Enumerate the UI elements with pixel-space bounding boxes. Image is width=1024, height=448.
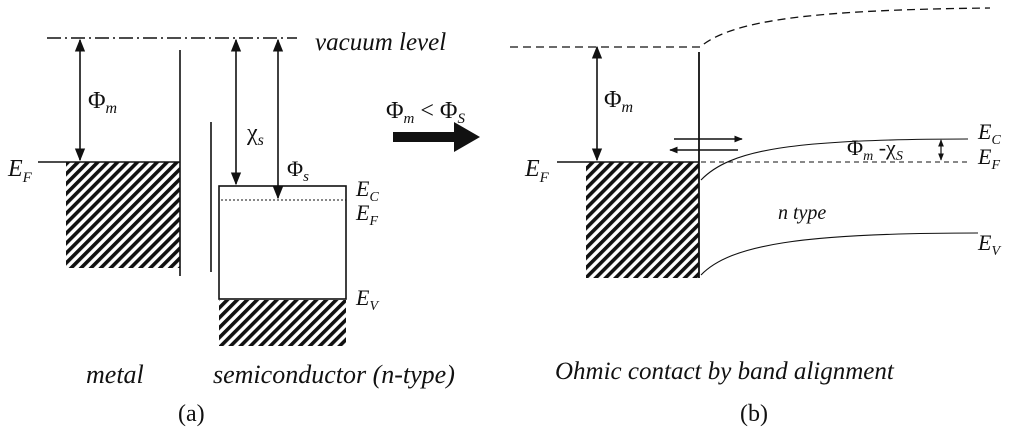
panel-a: vacuum level Φm EF χs Φs EC EF EV metal … <box>7 29 455 427</box>
semiconductor-gap-box <box>218 185 347 300</box>
vacuum-level-curve-b <box>510 7 991 48</box>
semiconductor-label: semiconductor (n-type) <box>213 360 455 389</box>
conduction-band-curve-b <box>700 138 969 181</box>
chi-s-label: χs <box>246 120 264 149</box>
valence-band-hatch-a <box>219 300 346 346</box>
ec-label-b: EC <box>977 119 1001 148</box>
phi-m-lt-phi-s-label: Φm < ΦS <box>386 98 465 127</box>
phi-m-label-a: Φm <box>88 88 117 117</box>
valence-band-curve-b <box>700 232 979 276</box>
transition-arrow: Φm < ΦS <box>386 98 480 152</box>
ef-label-semi-a: EF <box>355 200 378 229</box>
phi-m-label-b: Φm <box>604 87 633 116</box>
ef-label-semi-b: EF <box>977 144 1000 173</box>
ef-label-metal-a: EF <box>7 156 33 186</box>
metal-block <box>66 162 180 268</box>
ev-label-b: EV <box>977 230 1001 259</box>
ec-label-a: EC <box>355 176 379 205</box>
phi-s-label: Φs <box>287 156 309 185</box>
ef-label-metal-b: EF <box>524 156 550 186</box>
big-right-arrow <box>393 122 480 152</box>
metal-label: metal <box>86 360 144 389</box>
caption-a: (a) <box>178 401 205 427</box>
metal-block-b <box>586 162 699 278</box>
phi-m-minus-chi-s-label: Φm -χS <box>847 135 903 164</box>
panel-b: Φm EF Φm -χS EC EF EV n type Ohmic conta… <box>510 7 1001 427</box>
ev-label-a: EV <box>355 285 379 314</box>
vacuum-level-label: vacuum level <box>315 29 446 56</box>
ohmic-contact-label: Ohmic contact by band alignment <box>555 358 895 385</box>
n-type-label: n type <box>778 202 826 224</box>
caption-b: (b) <box>740 401 768 427</box>
